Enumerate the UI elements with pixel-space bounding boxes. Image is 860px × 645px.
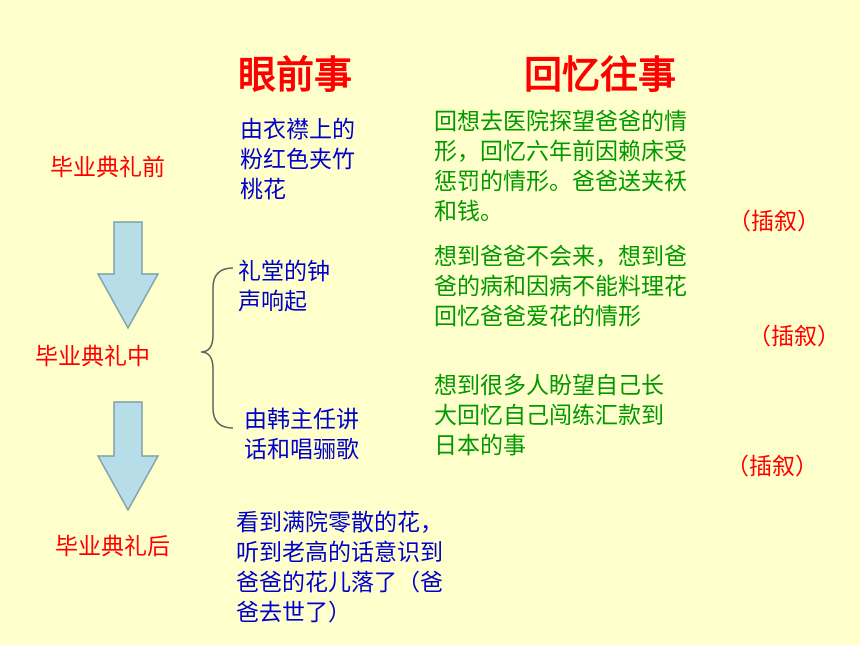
- text-line: 惩罚的情形。爸爸送夹袄: [434, 169, 687, 195]
- text-line: 大回忆自己闯练汇款到: [434, 403, 664, 429]
- text-line: 听到老高的话意识到: [236, 540, 443, 566]
- text-line: 回忆爸爸爱花的情形: [434, 304, 641, 330]
- flashback-tag-third: （插叙）: [726, 454, 818, 480]
- flashback-tag-first: （插叙）: [728, 209, 820, 235]
- text-line: 想到很多人盼望自己长: [434, 373, 664, 399]
- text-line: 日本的事: [434, 433, 526, 459]
- text-line: 由衣襟上的: [240, 117, 355, 143]
- text-line: 粉红色夹竹: [240, 147, 355, 173]
- text-line: 话和唱骊歌: [244, 437, 359, 463]
- text-line: 礼堂的钟: [238, 259, 330, 285]
- stage-after: 毕业典礼后: [55, 534, 170, 560]
- present-event-before: 由衣襟上的 粉红色夹竹 桃花: [240, 115, 355, 205]
- text-line: 形，回忆六年前因赖床受: [434, 139, 687, 165]
- recollection-first: 回想去医院探望爸爸的情 形，回忆六年前因赖床受 惩罚的情形。爸爸送夹袄 和钱。: [434, 107, 687, 227]
- text-line: 爸去世了）: [236, 600, 351, 626]
- text-line: 爸爸的花儿落了（爸: [236, 570, 443, 596]
- text-line: 看到满院零散的花，: [236, 510, 443, 536]
- recollection-third: 想到很多人盼望自己长 大回忆自己闯练汇款到 日本的事: [434, 371, 664, 461]
- heading-present: 眼前事: [238, 53, 353, 97]
- text-line: 回想去医院探望爸爸的情: [434, 109, 687, 135]
- stage-during: 毕业典礼中: [35, 344, 150, 370]
- down-arrow-2: [96, 401, 160, 512]
- text-line: 桃花: [240, 177, 286, 203]
- text-line: 爸的病和因病不能料理花: [434, 274, 687, 300]
- stage-before: 毕业典礼前: [50, 155, 165, 181]
- text-line: 想到爸爸不会来，想到爸: [434, 244, 687, 270]
- heading-recall: 回忆往事: [524, 53, 677, 97]
- down-arrow-1: [96, 221, 160, 330]
- text-line: 和钱。: [434, 199, 503, 225]
- text-line: 由韩主任讲: [244, 407, 359, 433]
- flashback-tag-second: （插叙）: [748, 324, 840, 350]
- left-brace: [200, 267, 234, 429]
- recollection-second: 想到爸爸不会来，想到爸 爸的病和因病不能料理花 回忆爸爸爱花的情形: [434, 242, 687, 332]
- present-event-speech: 由韩主任讲 话和唱骊歌: [244, 405, 359, 465]
- text-line: 声响起: [238, 289, 307, 315]
- present-event-bell: 礼堂的钟 声响起: [238, 257, 330, 317]
- present-event-after: 看到满院零散的花， 听到老高的话意识到 爸爸的花儿落了（爸 爸去世了）: [236, 508, 443, 628]
